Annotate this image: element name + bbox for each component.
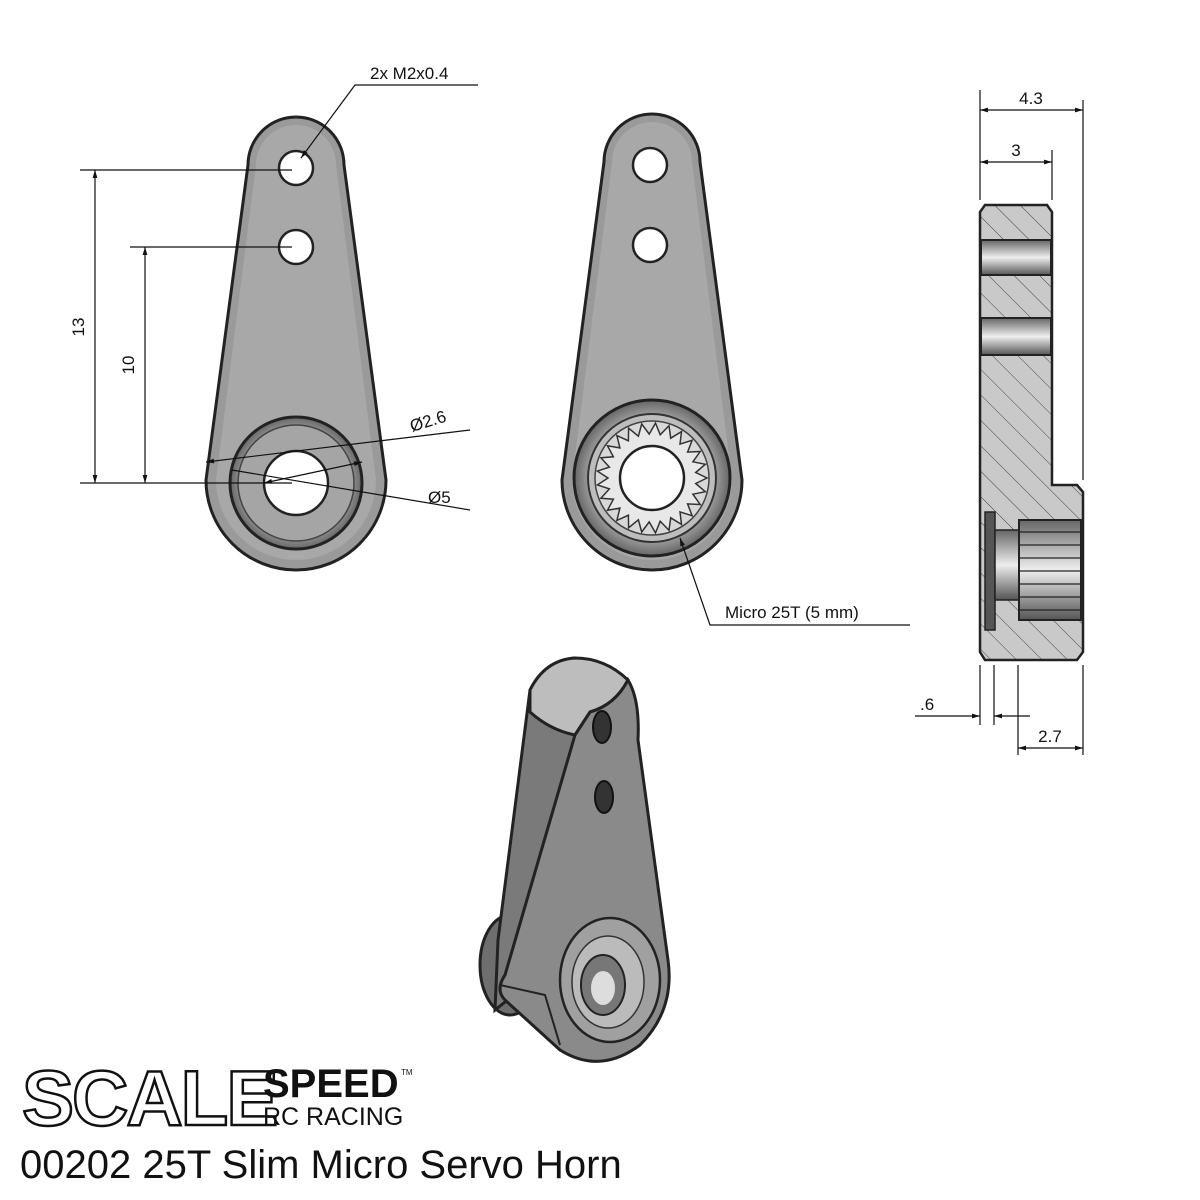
thread-callout: 2x M2x0.4 (300, 64, 478, 159)
dim-13: 13 (69, 318, 88, 337)
logo-tm: TM (401, 1068, 413, 1077)
isometric-view (478, 656, 671, 1063)
section-dimensions: 4.3 3 .6 2.7 (915, 89, 1084, 755)
mount-hole-outer (277, 149, 315, 187)
dim-10: 10 (119, 356, 138, 375)
dim-4-3: 4.3 (1019, 89, 1043, 108)
logo-subtitle: RC RACING (263, 1103, 403, 1131)
section-view (978, 203, 1085, 662)
product-title: 00202 25T Slim Micro Servo Horn (20, 1143, 622, 1187)
brand-logo: SCALE SPEED TM RC RACING (21, 1053, 413, 1144)
dim-3: 3 (1011, 141, 1020, 160)
logo-scale: SCALE (22, 1054, 276, 1142)
height-dimensions: 13 10 (69, 169, 292, 484)
logo-speed: SPEED (263, 1062, 399, 1106)
dim-2-7: 2.7 (1038, 727, 1062, 746)
dim-bore-dia: Ø2.6 (408, 407, 449, 436)
dim-0-6: .6 (920, 695, 934, 714)
thread-callout-label: 2x M2x0.4 (370, 64, 448, 83)
dim-counterbore-dia: Ø5 (428, 488, 451, 507)
spline-callout-label: Micro 25T (5 mm) (725, 603, 859, 622)
front-view (204, 115, 388, 572)
back-view: Micro 25T (5 mm) (560, 112, 910, 626)
